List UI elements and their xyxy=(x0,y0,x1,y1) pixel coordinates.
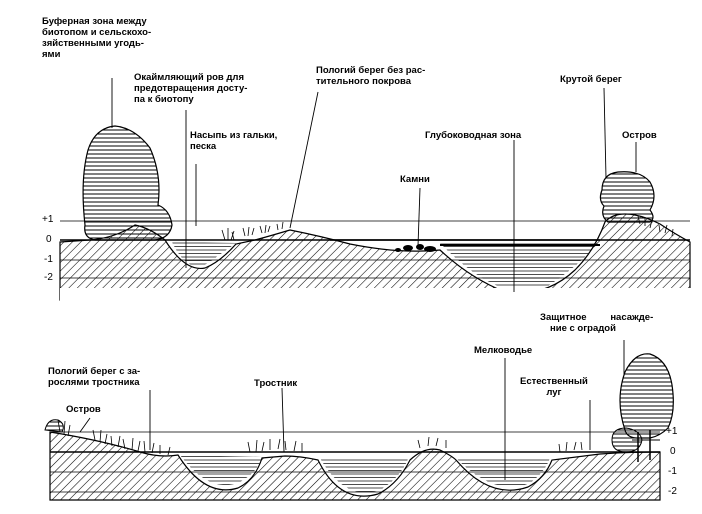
bottom-level-plus1: +1 xyxy=(666,426,678,437)
reed-label: Тростник xyxy=(254,378,298,389)
steep-bank-label: Крутой берег xyxy=(560,74,622,85)
deep-zone-label: Глубоководная зона xyxy=(425,130,522,141)
buffer-tree xyxy=(82,125,173,241)
buffer-zone-line-2: биотопом и сельскохо- xyxy=(42,27,152,38)
protective-planting-line-2: ние с оградой xyxy=(550,323,616,334)
top-section xyxy=(59,78,700,308)
reed-bank-line-2: рослями тростника xyxy=(48,377,140,388)
buffer-zone-line-3: зяйственными угодь- xyxy=(42,38,144,49)
top-level-0: 0 xyxy=(46,234,52,245)
gentle-bank-line-1: Пологий берег без рас- xyxy=(316,65,426,76)
bottom-leader-lines xyxy=(79,340,625,480)
natural-meadow-line-1: Естественный xyxy=(520,376,588,387)
top-level-minus2: -2 xyxy=(44,272,53,283)
ditch-line-1: Окаймляющий ров для xyxy=(134,72,245,83)
bottom-island xyxy=(44,419,64,433)
reed-bank-label: Пологий берег с за- рослями тростника xyxy=(48,366,140,388)
top-level-minus1: -1 xyxy=(44,254,53,265)
island-top-label: Остров xyxy=(622,130,657,141)
bottom-level-0: 0 xyxy=(670,446,676,457)
protective-planting-label: Защитное насажде- ние с оградой xyxy=(540,312,653,334)
bottom-water xyxy=(180,455,550,493)
island-bottom-label: Остров xyxy=(66,404,101,415)
ditch-line-2: предотвращения досту- xyxy=(134,83,248,94)
gentle-bank-label: Пологий берег без рас- тительного покров… xyxy=(316,65,425,87)
reed-bank-line-1: Пологий берег с за- xyxy=(48,366,141,377)
top-level-plus1: +1 xyxy=(42,214,54,225)
buffer-zone-label: Буферная зона между биотопом и сельскохо… xyxy=(42,16,151,60)
bottom-ground xyxy=(49,431,661,501)
buffer-zone-line-1: Буферная зона между xyxy=(42,16,147,27)
gentle-bank-line-2: тительного покрова xyxy=(316,76,412,87)
top-water xyxy=(172,239,600,292)
bottom-level-minus1: -1 xyxy=(668,466,677,477)
natural-meadow-label: Естественный луг xyxy=(520,376,588,398)
bottom-reed xyxy=(57,419,583,456)
gravel-line-1: Насыпь из гальки, xyxy=(190,130,278,141)
buffer-zone-line-4: ями xyxy=(42,49,61,60)
protective-planting-line-1: Защитное насажде- xyxy=(540,312,654,323)
island-tree xyxy=(599,171,655,223)
ditch-label: Окаймляющий ров для предотвращения досту… xyxy=(134,72,247,105)
gravel-label: Насыпь из гальки, песка xyxy=(190,130,277,152)
ditch-line-3: па к биотопу xyxy=(134,94,194,105)
protective-tree xyxy=(611,353,674,462)
natural-meadow-line-2: луг xyxy=(546,387,562,398)
bottom-section xyxy=(44,340,674,501)
bottom-level-minus2: -2 xyxy=(668,486,677,497)
shallows-label: Мелководье xyxy=(474,345,533,356)
stones-label: Камни xyxy=(400,174,430,185)
gravel-line-2: песка xyxy=(190,141,217,152)
top-leader-lines xyxy=(111,78,637,292)
